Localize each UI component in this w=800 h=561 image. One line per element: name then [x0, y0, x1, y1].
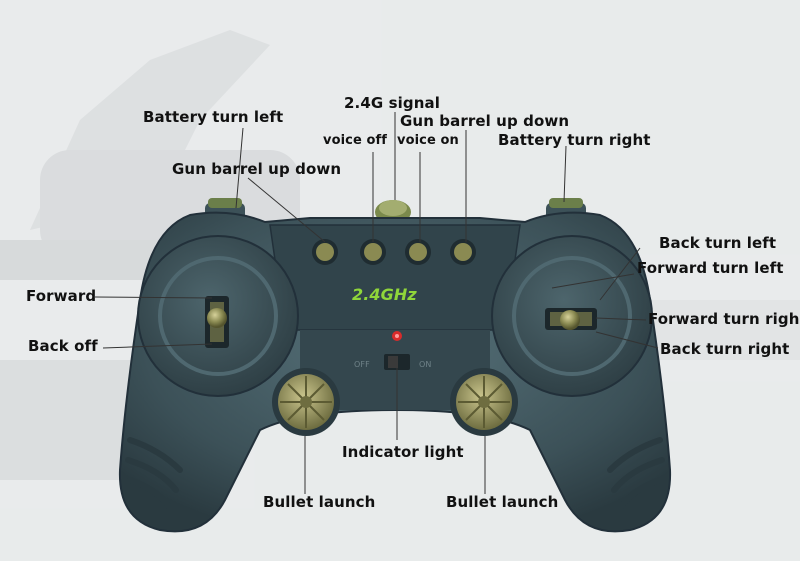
- label-voice-off: voice off: [323, 133, 388, 148]
- label-bullet-launch-right: Bullet launch: [446, 493, 559, 511]
- brand-label: 2.4GHz: [352, 285, 417, 304]
- callout-gun-barrel-left: [247, 177, 326, 243]
- callout-forward: [94, 296, 213, 299]
- label-voice-on: voice on: [397, 133, 459, 148]
- callout-back-turn-right: [595, 331, 659, 349]
- callout-lines: [94, 112, 659, 494]
- callout-forward-turn-right: [595, 317, 647, 321]
- label-forward-turn-right: Forward turn righ: [648, 310, 800, 328]
- callout-back-off: [102, 343, 213, 349]
- callout-back-turn-left: [599, 247, 641, 301]
- label-bullet-launch-left: Bullet launch: [263, 493, 376, 511]
- right-joystick[interactable]: [491, 235, 653, 397]
- function-button-voice-on[interactable]: [405, 239, 431, 265]
- label-back-off: Back off: [28, 337, 98, 355]
- callout-battery-left: [235, 127, 244, 209]
- function-button-voice-off[interactable]: [360, 239, 386, 265]
- switch-on-label: ON: [419, 360, 432, 369]
- callout-battery-right: [563, 145, 567, 203]
- bullet-launch-wheel-left[interactable]: [272, 368, 340, 436]
- label-forward: Forward: [26, 287, 97, 305]
- label-forward-turn-left: Forward turn left: [637, 259, 784, 277]
- left-joystick[interactable]: [137, 235, 299, 397]
- power-switch[interactable]: [384, 354, 410, 370]
- label-back-turn-left: Back turn left: [659, 234, 777, 252]
- label-back-turn-right: Back turn right: [660, 340, 790, 358]
- switch-off-label: OFF: [354, 360, 370, 369]
- function-button-gun-barrel-right[interactable]: [450, 239, 476, 265]
- function-button-gun-barrel-left[interactable]: [312, 239, 338, 265]
- label-battery-turn-right: Battery turn right: [498, 131, 651, 149]
- label-2-4g-signal: 2.4G signal: [344, 94, 440, 112]
- label-gun-barrel-up-down-left: Gun barrel up down: [172, 160, 342, 178]
- label-gun-barrel-up-down-top: Gun barrel up down: [400, 112, 570, 130]
- label-indicator-light: Indicator light: [342, 443, 464, 461]
- callout-forward-turn-left: [551, 273, 635, 289]
- indicator-light: [392, 331, 402, 341]
- bullet-launch-wheel-right[interactable]: [450, 368, 518, 436]
- label-battery-turn-left: Battery turn left: [143, 108, 284, 126]
